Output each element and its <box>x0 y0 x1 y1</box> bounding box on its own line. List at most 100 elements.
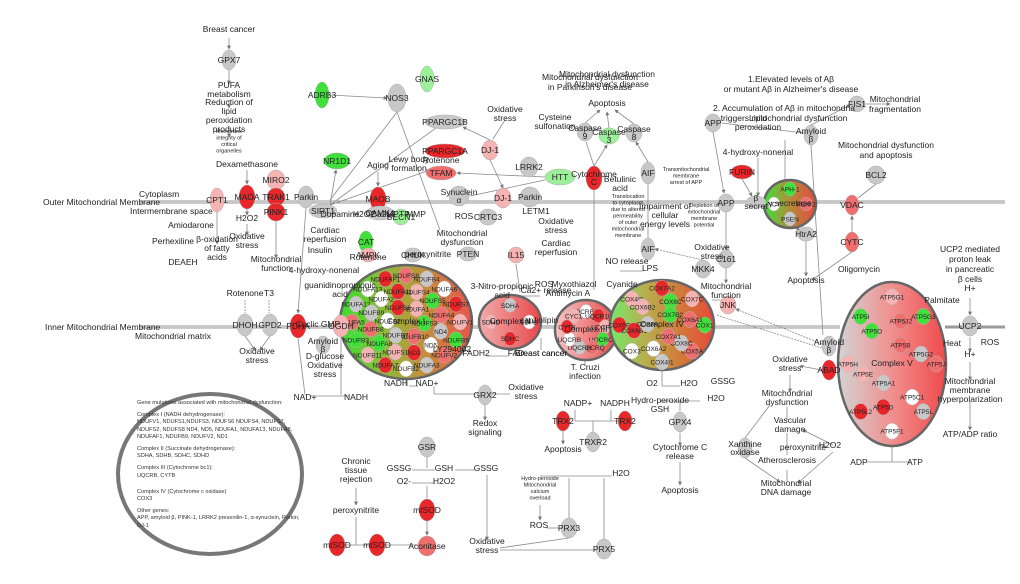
complex-member[interactable]: NDUFA13 <box>353 280 383 298</box>
complex-member[interactable]: ATP5C1 <box>900 388 925 406</box>
complex-member[interactable]: NDUFV1 <box>447 313 474 331</box>
complex-member[interactable]: NDUFB11 <box>353 346 383 364</box>
complex-member[interactable]: PEN-2 <box>797 196 817 212</box>
node-app[interactable]: APP <box>717 193 735 213</box>
complex-member[interactable]: NDUFB7 <box>383 326 409 344</box>
complex-member[interactable]: UQCRH <box>568 340 592 355</box>
node-maoa[interactable]: MAOA <box>234 184 260 210</box>
node-sirt1[interactable]: SIRT1 <box>308 203 338 219</box>
complex-member[interactable]: NDUFS2 <box>375 312 401 330</box>
node-dj-1[interactable]: DJ-1 <box>494 187 512 209</box>
node-bcl2[interactable]: BCL2 <box>865 165 887 185</box>
complex-member[interactable]: COX8A <box>636 315 659 333</box>
complex-member[interactable]: ATP5I <box>852 308 870 325</box>
node-pink1[interactable]: PINK1 <box>264 202 289 222</box>
node-adrb3[interactable]: ADRB3 <box>308 81 337 109</box>
complex-member[interactable]: COX7B2 <box>657 306 683 323</box>
complex-member[interactable]: NDUFAF1 <box>370 270 400 288</box>
complex-member[interactable]: ND5 <box>423 336 438 354</box>
complex-member[interactable]: UQCRFS1 <box>570 304 602 319</box>
complex-member[interactable]: SDHB <box>520 314 538 330</box>
node-dj-1[interactable]: DJ-1 <box>481 139 499 161</box>
node-gnas[interactable]: GNAS <box>415 65 439 93</box>
complex-member[interactable]: ATP5F1 <box>880 422 904 440</box>
node-htt[interactable]: HTT <box>544 168 576 186</box>
complex-member[interactable]: COX3 <box>623 342 641 360</box>
node-c161[interactable]: C161 <box>716 249 737 269</box>
complex-member[interactable]: UQCRQ <box>580 340 605 355</box>
complex-member[interactable]: COX1 <box>696 316 714 334</box>
complex-member[interactable]: ATP5A1 <box>872 374 896 392</box>
node-tfam[interactable]: TFAM <box>425 165 457 181</box>
complex-member[interactable]: COX4I2 <box>620 290 644 308</box>
complex-member[interactable]: COX7A1 <box>655 328 682 345</box>
complex-member[interactable]: APH-1 <box>780 181 800 197</box>
node-mtsod[interactable]: mtSOD <box>413 498 441 522</box>
complex-member[interactable]: COX5A <box>681 342 704 360</box>
complex-member[interactable]: COX8C <box>670 334 693 352</box>
complex-member[interactable]: ND2 <box>406 344 422 361</box>
complex-member[interactable]: NCT <box>767 196 781 212</box>
node-parkin[interactable]: Parkin <box>294 185 318 209</box>
complex-member[interactable]: CYTB <box>558 319 576 335</box>
complex-member[interactable]: NDUFB9 <box>358 304 385 321</box>
node-gpd2[interactable]: GPD2 <box>258 313 282 337</box>
node-pdha[interactable]: PDHA <box>286 313 310 339</box>
complex-member[interactable]: ATP5B <box>890 336 911 354</box>
node-aconitase[interactable]: Aconitase <box>408 535 446 557</box>
complex-member[interactable]: SDHC <box>501 331 520 346</box>
complex-member[interactable]: NDUFB3 <box>343 331 369 349</box>
complex-member[interactable]: ATP5G2 <box>909 345 934 363</box>
node-il15[interactable]: IL15 <box>508 246 525 264</box>
complex-member[interactable]: COX4I1 <box>650 353 674 371</box>
node-mkk4[interactable]: MKK4 <box>691 259 715 279</box>
node-parkin[interactable]: Parkin <box>518 186 542 208</box>
node-nr1d1[interactable]: NR1D1 <box>323 152 351 170</box>
node-gpx7[interactable]: GPX7 <box>218 49 241 71</box>
complex-member[interactable]: ATP5J2 <box>889 312 912 330</box>
complex-member[interactable]: COX6A2 <box>641 340 667 357</box>
complex-member[interactable]: NDUFA6 <box>431 280 457 298</box>
complex-member[interactable]: NDUFS8 <box>393 267 419 284</box>
node-abad[interactable]: ABAD <box>817 359 841 381</box>
complex-member[interactable]: NDUFV2 <box>431 346 458 364</box>
complex-member[interactable]: ATP5E <box>853 365 874 383</box>
complex-member[interactable]: SDHA <box>501 298 520 313</box>
complex-v[interactable]: ATP5G1ATP5G3ATP5JATP5LATP5F1ATP5L2ATP5HA… <box>836 280 948 448</box>
complex-member[interactable]: NDUFA1 <box>404 300 430 318</box>
node-ucp2[interactable]: UCP2 <box>959 315 982 337</box>
complex-member[interactable]: NDUFA4 <box>429 306 455 324</box>
node-grx2[interactable]: GRX2 <box>473 384 497 406</box>
complex-member[interactable]: NDUFA3 <box>414 356 440 374</box>
node-cpt1[interactable]: CPT1 <box>206 187 228 213</box>
complex-member[interactable]: NDUFS1 <box>382 343 409 361</box>
node-mtsod[interactable]: mtSOD <box>363 533 391 557</box>
complex-member[interactable]: COX6B2 <box>630 298 656 316</box>
node-miro2[interactable]: MIRO2 <box>263 169 290 191</box>
complex-member[interactable]: ATP5G1 <box>880 288 905 306</box>
node-dhoh[interactable]: DHOH <box>232 313 258 337</box>
node-gsr[interactable]: GSR <box>418 436 436 458</box>
complex-member[interactable]: NDUFA2 <box>369 290 395 308</box>
node-fis1[interactable]: FIS1 <box>848 95 866 113</box>
complex-member[interactable]: NDUFB2 <box>393 360 419 377</box>
complex-member[interactable]: ATP5L2 <box>849 403 873 420</box>
node-cytc[interactable]: CYTC <box>840 231 864 253</box>
node-aif[interactable]: AIF <box>640 161 656 185</box>
node-prx5[interactable]: PRX5 <box>593 538 615 560</box>
node-ogdh[interactable]: OGDH <box>328 314 354 338</box>
node-trxr2[interactable]: TRXR2 <box>579 431 607 453</box>
complex-member[interactable]: NDUFB5 <box>443 331 469 349</box>
complex-member[interactable]: COX6B1 <box>621 322 647 339</box>
complex-iii[interactable]: UQCRFS1UQCR10UQCRC1UQCRC2UQCRQUQCRHUQCRB… <box>553 298 619 362</box>
complex-member[interactable]: PSEN <box>781 211 799 227</box>
node-aif[interactable]: AIF <box>640 237 656 261</box>
complex-member[interactable]: ATP5D <box>873 398 894 416</box>
